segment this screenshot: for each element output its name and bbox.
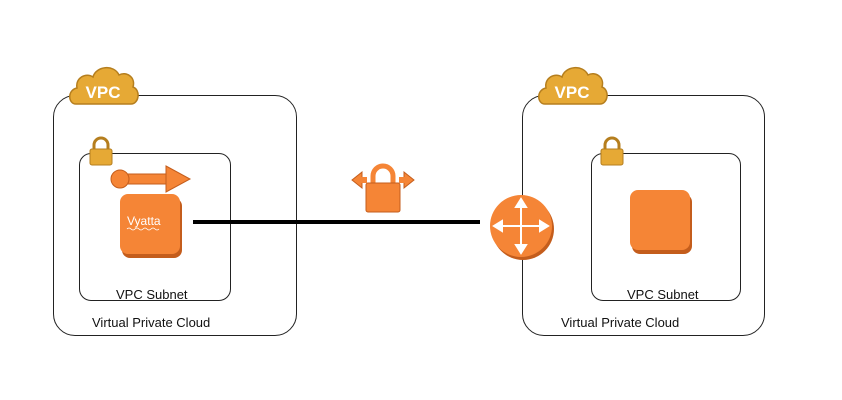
left-vpc-label: Virtual Private Cloud [92, 315, 211, 330]
right-subnet-container [591, 153, 741, 301]
right-vpc-badge: VPC [555, 83, 590, 102]
left-vpc-cloud-icon: VPC [69, 67, 139, 105]
left-eni-arrow-icon [110, 165, 192, 193]
left-vpc-container [53, 95, 297, 336]
right-vpc-label: Virtual Private Cloud [561, 315, 680, 330]
left-subnet-lock-icon [89, 136, 113, 166]
vpn-gateway-icon [351, 163, 415, 213]
vyatta-instance-label: Vyatta [127, 214, 161, 228]
router-icon [490, 195, 554, 260]
right-subnet-lock-icon [600, 136, 624, 166]
vyatta-instance-icon: Vyatta [120, 194, 182, 258]
right-vpc-cloud-icon: VPC [538, 67, 608, 105]
left-vpc-badge: VPC [86, 83, 121, 102]
right-subnet-label: VPC Subnet [627, 287, 699, 302]
vpn-connection-line [193, 220, 480, 224]
left-subnet-container [79, 153, 231, 301]
right-instance-icon [630, 190, 692, 254]
left-subnet-label: VPC Subnet [116, 287, 188, 302]
